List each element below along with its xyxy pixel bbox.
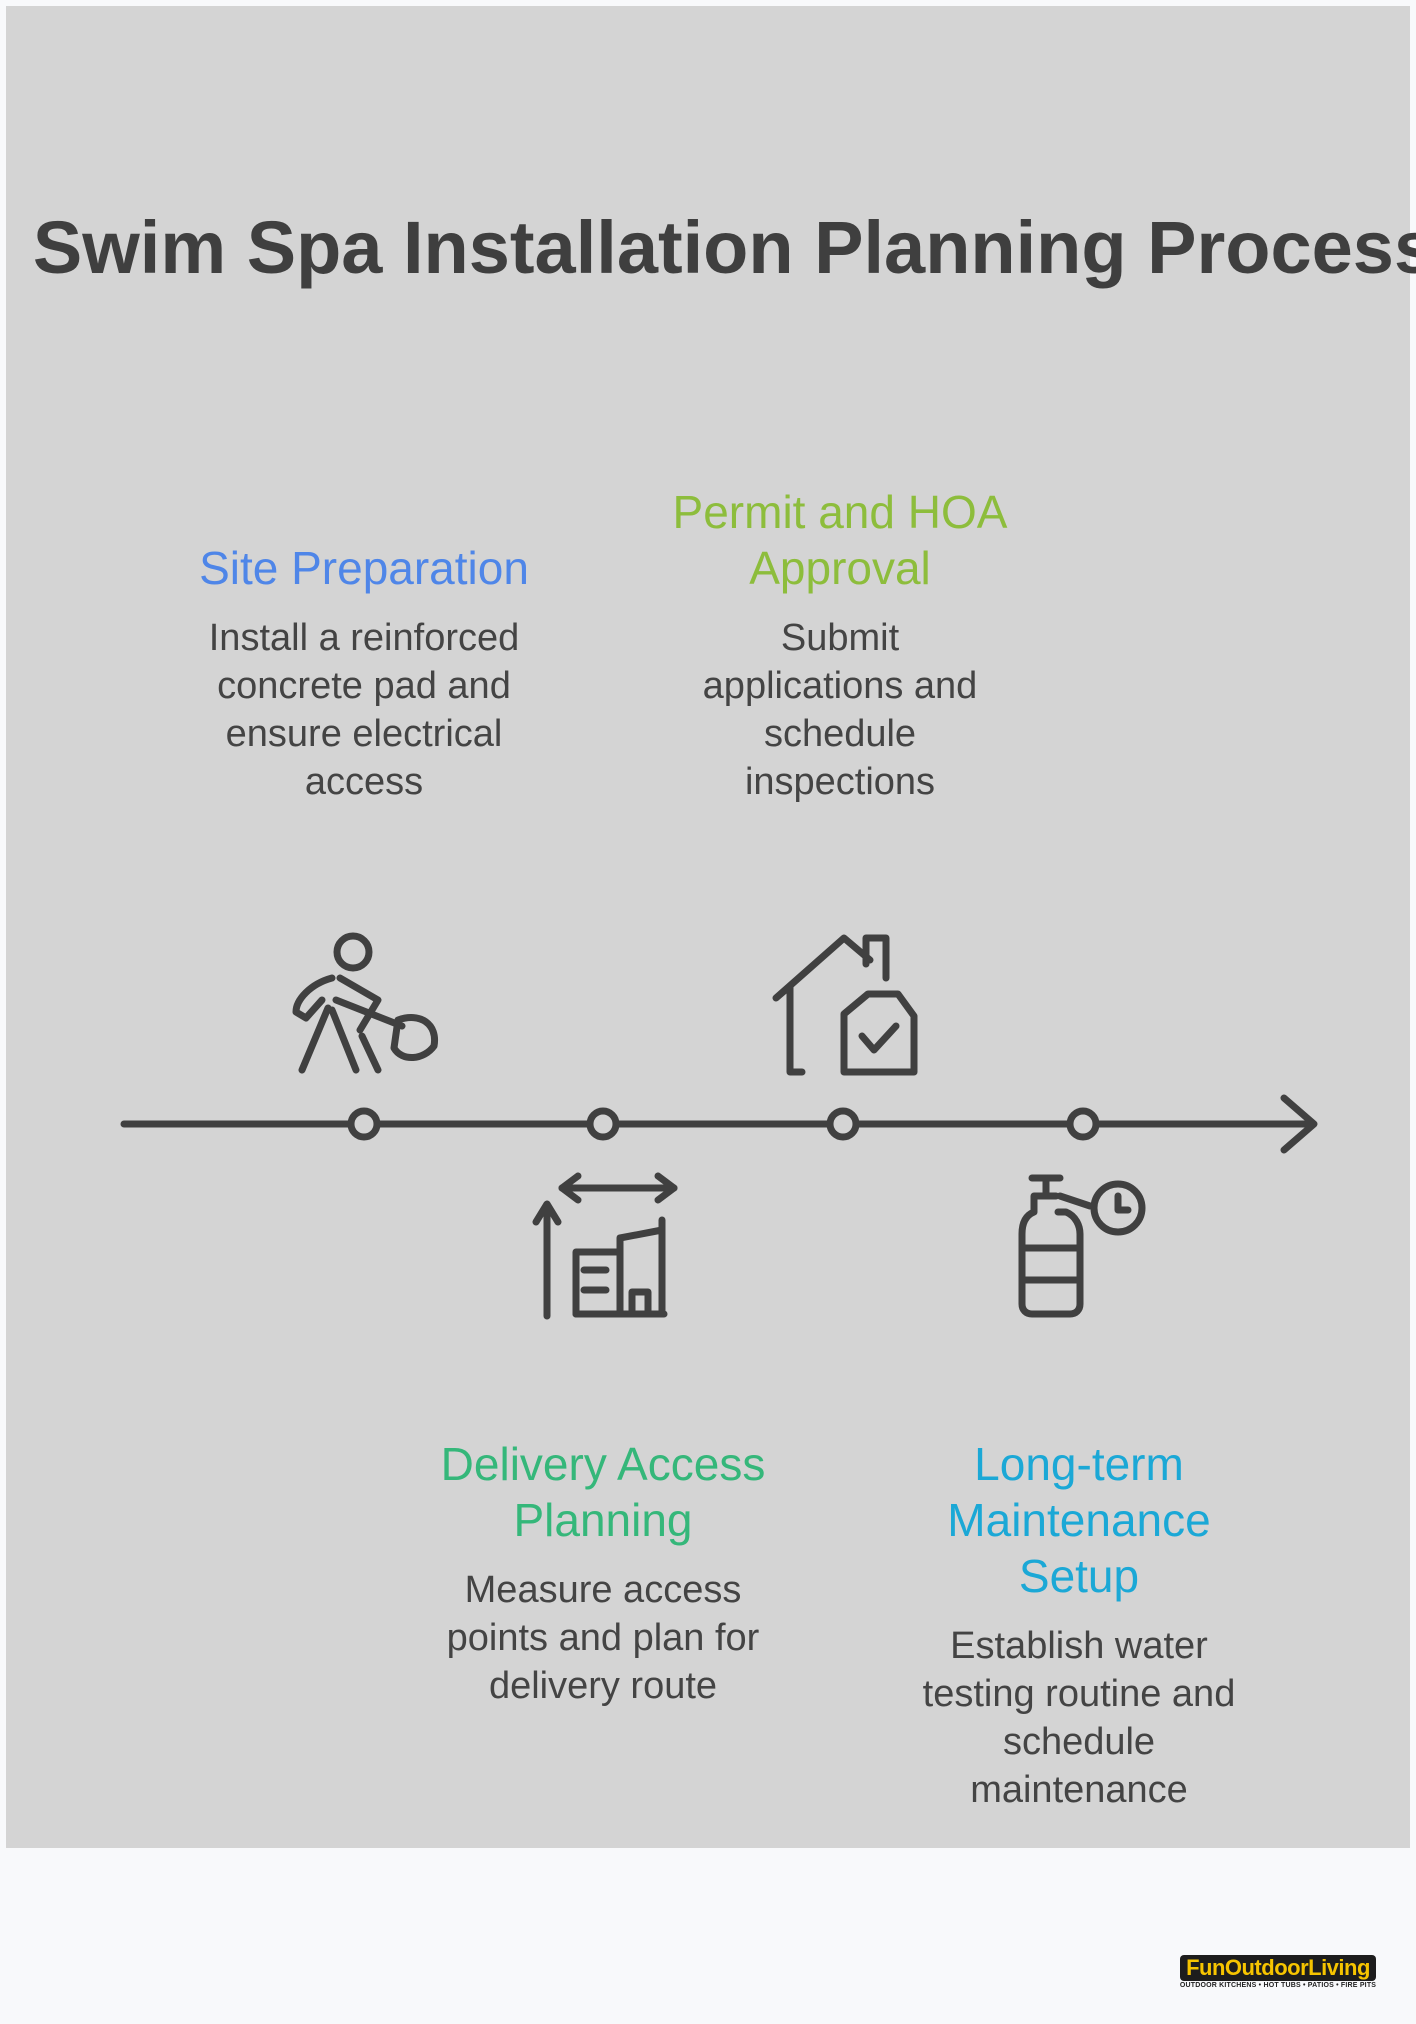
step-title: Site Preparation [199, 542, 529, 594]
step-long-term-maintenance: Long-term Maintenance Setup Establish wa… [894, 1436, 1264, 1814]
step-site-preparation: Site Preparation Install a reinforced co… [164, 540, 564, 806]
worker-shovel-icon [292, 932, 439, 1074]
step-description: Measure access points and plan for deliv… [446, 1569, 760, 1707]
building-measure-icon [532, 1172, 678, 1320]
brand-logo: FunOutdoorLiving OUTDOOR KITCHENS • HOT … [1170, 1955, 1386, 1991]
page-title: Swim Spa Installation Planning Process [32, 206, 1416, 289]
house-document-check-icon [772, 934, 918, 1076]
chemical-bottle-clock-icon [1018, 1174, 1146, 1318]
diagram-panel [6, 6, 1410, 1848]
step-title: Delivery Access Planning [440, 1438, 766, 1546]
step-description: Establish water testing routine and sche… [922, 1625, 1236, 1811]
step-title: Permit and HOA Approval [672, 486, 1008, 594]
step-title: Long-term Maintenance Setup [947, 1438, 1211, 1602]
step-delivery-access-planning: Delivery Access Planning Measure access … [415, 1436, 791, 1710]
timeline-marker-2 [586, 1107, 620, 1141]
timeline-marker-4 [1066, 1107, 1100, 1141]
step-permit-hoa-approval: Permit and HOA Approval Submit applicati… [660, 484, 1020, 806]
logo-tagline: OUTDOOR KITCHENS • HOT TUBS • PATIOS • F… [1179, 1982, 1377, 1989]
step-description: Submit applications and schedule inspect… [702, 617, 978, 803]
step-description: Install a reinforced concrete pad and en… [208, 617, 520, 803]
timeline-arrowhead [1280, 1094, 1318, 1154]
logo-name: FunOutdoorLiving [1180, 1955, 1376, 1981]
timeline-marker-1 [347, 1107, 381, 1141]
timeline-marker-3 [826, 1107, 860, 1141]
